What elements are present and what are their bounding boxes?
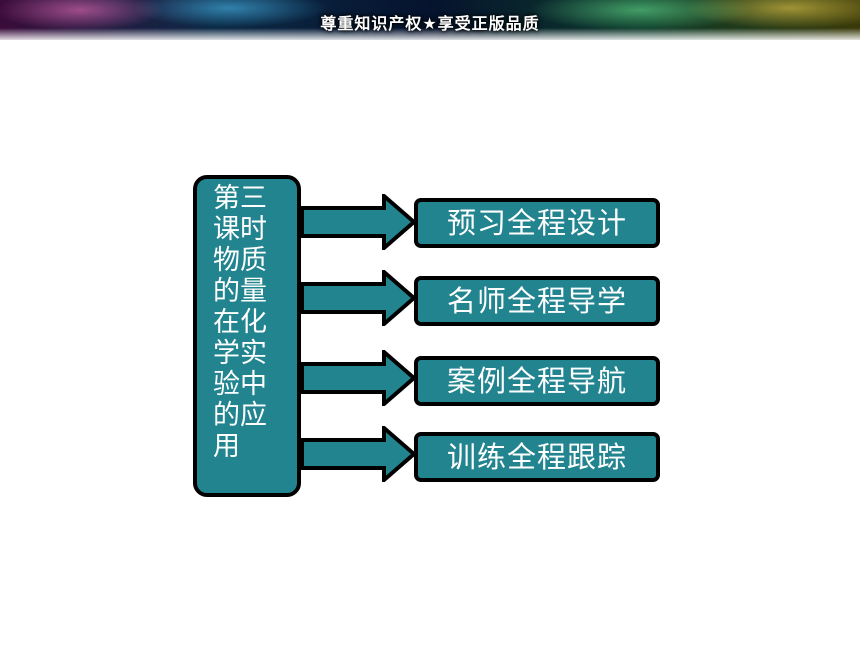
lesson-title: 第三课时 物质的量在化学实验中的应用 [213, 183, 267, 462]
item-teacher-guide[interactable]: 名师全程导学 [414, 276, 660, 326]
header-banner: 尊重知识产权★享受正版品质 [0, 0, 860, 40]
item-training-tracking[interactable]: 训练全程跟踪 [414, 432, 660, 482]
banner-text: 尊重知识产权★享受正版品质 [320, 14, 540, 33]
arrow-icon [300, 426, 416, 482]
arrow-icon [300, 270, 416, 326]
item-preview-design[interactable]: 预习全程设计 [414, 198, 660, 248]
banner-fade [0, 28, 860, 40]
item-case-navigation[interactable]: 案例全程导航 [414, 356, 660, 406]
arrow-icon [300, 194, 416, 250]
arrow-icon [300, 350, 416, 406]
lesson-title-box: 第三课时 物质的量在化学实验中的应用 [193, 175, 301, 497]
